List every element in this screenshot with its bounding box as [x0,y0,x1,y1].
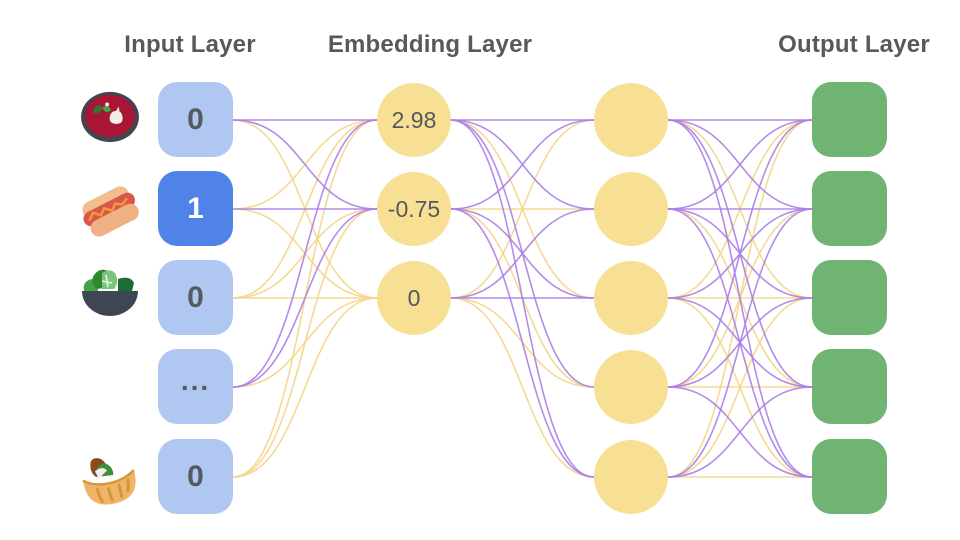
purple-weight-edge [667,119,813,388]
purple-weight-edge [232,119,378,210]
output-layer-title: Output Layer [778,31,930,58]
output-node-5 [812,439,887,514]
output-node-1 [812,82,887,157]
input-node-2-value: 1 [187,191,204,225]
output-node-2 [812,171,887,246]
input-node-1-value: 0 [187,102,204,136]
output-node-3 [812,260,887,335]
yellow-weight-edge [450,297,595,478]
pita-icon [82,458,136,505]
input-node-5: 0 [158,439,233,514]
yellow-weight-edge [232,297,378,478]
purple-weight-edge [450,119,595,210]
hidden-node-5 [594,440,668,514]
purple-weight-edge [667,386,813,478]
embedding-node-1: 2.98 [377,83,451,157]
embedding-node-1-value: 2.98 [391,106,437,133]
borscht-icon [81,91,139,143]
yellow-weight-edge [232,208,378,478]
input-node-5-value: 0 [187,459,204,493]
purple-weight-edge [450,208,595,299]
hidden-node-3 [594,261,668,335]
embedding-node-2: -0.75 [377,172,451,246]
input-node-4: ... [158,349,233,424]
embedding-layer-title: Embedding Layer [327,31,533,58]
purple-weight-edge [667,119,813,210]
embedding-node-2-value: -0.75 [387,195,441,222]
purple-weight-edge [450,208,595,478]
hotdog-icon [82,186,139,237]
hidden-node-1 [594,83,668,157]
input-node-1: 0 [158,82,233,157]
embedding-node-3-value: 0 [407,284,421,311]
hidden-node-4 [594,350,668,424]
input-node-2: 1 [158,171,233,246]
input-node-3-value: 0 [187,280,204,314]
purple-weight-edge [232,208,378,388]
purple-weight-edge [667,208,813,478]
output-node-4 [812,349,887,424]
input-layer-title: Input Layer [124,31,256,58]
input-node-4-value: ... [180,364,211,396]
yellow-weight-edge [450,119,595,299]
purple-weight-edge [667,119,813,478]
salad-icon [82,269,138,316]
yellow-weight-edge [667,297,813,478]
embedding-node-3: 0 [377,261,451,335]
hidden-node-2 [594,172,668,246]
input-node-3: 0 [158,260,233,335]
purple-weight-edge [232,119,378,388]
